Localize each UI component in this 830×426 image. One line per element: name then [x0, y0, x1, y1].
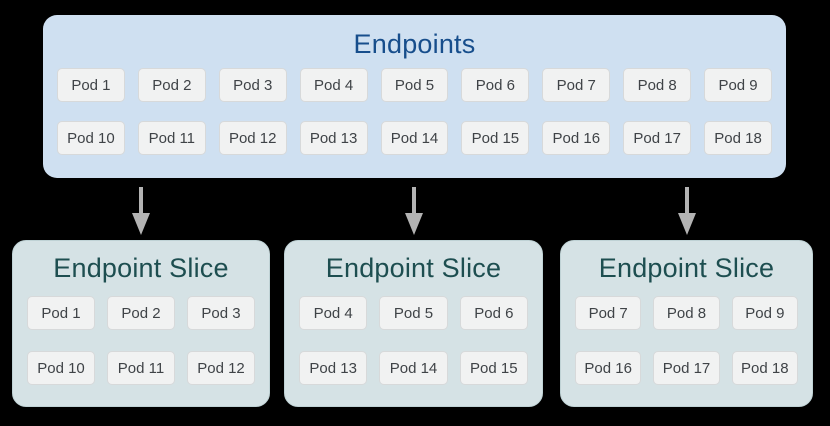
endpoints-pod-grid: Pod 1 Pod 2 Pod 3 Pod 4 Pod 5 Pod 6 Pod … — [43, 59, 786, 155]
pod-chip: Pod 1 — [27, 296, 95, 330]
slice-pod-grid: Pod 1 Pod 2 Pod 3 Pod 10 Pod 11 Pod 12 — [13, 283, 269, 385]
pod-chip: Pod 3 — [187, 296, 255, 330]
pod-chip: Pod 2 — [107, 296, 175, 330]
pod-chip: Pod 15 — [459, 351, 528, 385]
pod-chip: Pod 18 — [704, 121, 772, 155]
pod-chip: Pod 9 — [704, 68, 772, 102]
slice-pod-grid: Pod 4 Pod 5 Pod 6 Pod 13 Pod 14 Pod 15 — [285, 283, 542, 385]
pod-chip: Pod 15 — [461, 121, 530, 155]
pod-chip: Pod 11 — [107, 351, 175, 385]
pod-chip: Pod 7 — [575, 296, 642, 330]
pod-chip: Pod 6 — [461, 68, 530, 102]
down-arrow-icon — [132, 187, 150, 235]
pod-chip: Pod 3 — [218, 68, 287, 102]
down-arrow-icon — [405, 187, 423, 235]
pod-chip: Pod 1 — [57, 68, 125, 102]
pod-chip: Pod 5 — [379, 296, 448, 330]
pod-chip: Pod 8 — [653, 296, 720, 330]
pod-chip: Pod 12 — [187, 351, 255, 385]
pod-chip: Pod 11 — [137, 121, 206, 155]
pod-chip: Pod 9 — [731, 296, 798, 330]
pod-chip: Pod 14 — [380, 121, 449, 155]
pod-chip: Pod 17 — [623, 121, 692, 155]
endpoint-slice-box-2: Endpoint Slice Pod 4 Pod 5 Pod 6 Pod 13 … — [284, 240, 543, 407]
pod-chip: Pod 5 — [380, 68, 449, 102]
pod-chip: Pod 12 — [218, 121, 287, 155]
endpoint-slice-box-3: Endpoint Slice Pod 7 Pod 8 Pod 9 Pod 16 … — [560, 240, 813, 407]
endpoint-slice-title: Endpoint Slice — [598, 253, 775, 283]
endpoint-slice-title: Endpoint Slice — [53, 253, 229, 283]
slice-pod-grid: Pod 7 Pod 8 Pod 9 Pod 16 Pod 17 Pod 18 — [561, 283, 812, 385]
down-arrow-icon — [678, 187, 696, 235]
pod-chip: Pod 6 — [459, 296, 528, 330]
pod-chip: Pod 16 — [542, 121, 611, 155]
pod-chip: Pod 4 — [299, 296, 368, 330]
endpoint-slice-box-1: Endpoint Slice Pod 1 Pod 2 Pod 3 Pod 10 … — [12, 240, 270, 407]
pod-chip: Pod 8 — [623, 68, 692, 102]
pod-chip: Pod 13 — [299, 121, 368, 155]
pod-chip: Pod 10 — [57, 121, 125, 155]
endpoint-slice-title: Endpoint Slice — [325, 253, 502, 283]
pod-chip: Pod 13 — [299, 351, 368, 385]
pod-chip: Pod 14 — [379, 351, 448, 385]
pod-chip: Pod 2 — [137, 68, 206, 102]
pod-chip: Pod 18 — [731, 351, 798, 385]
pod-chip: Pod 7 — [542, 68, 611, 102]
pod-chip: Pod 10 — [27, 351, 95, 385]
endpoints-title: Endpoints — [353, 29, 476, 59]
pod-chip: Pod 17 — [653, 351, 720, 385]
pod-chip: Pod 4 — [299, 68, 368, 102]
pod-chip: Pod 16 — [575, 351, 642, 385]
endpoints-box: Endpoints Pod 1 Pod 2 Pod 3 Pod 4 Pod 5 … — [43, 15, 786, 178]
